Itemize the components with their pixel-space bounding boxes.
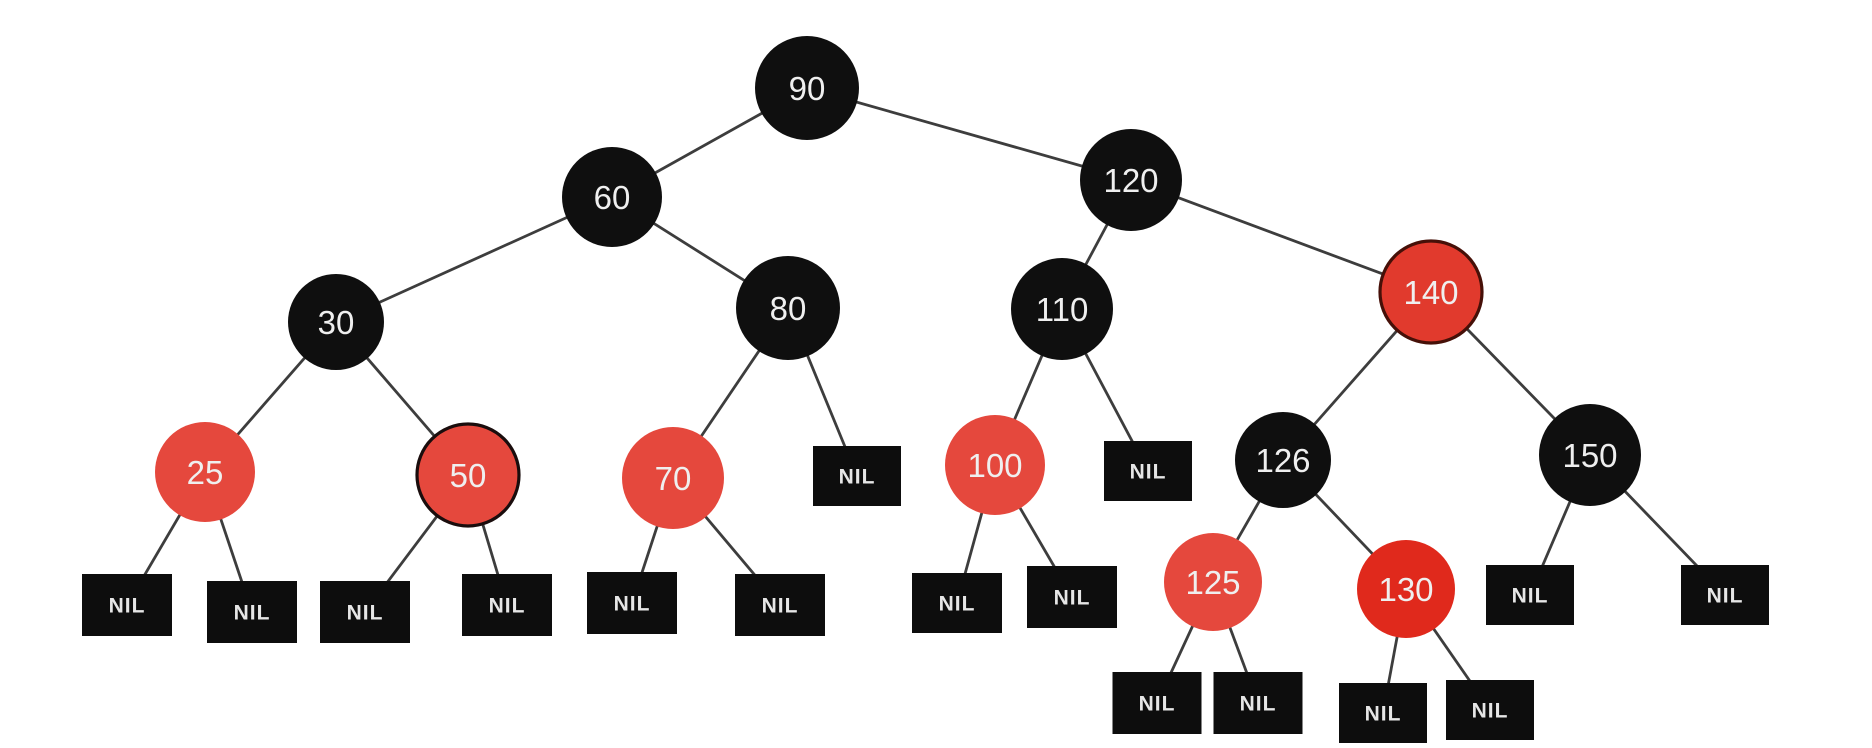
red-node-circle [155, 422, 255, 522]
nil-label: NIL [1707, 585, 1744, 608]
red-node-circle [1164, 533, 1262, 631]
nil-box [587, 572, 677, 634]
node-value-label: 126 [1255, 442, 1310, 479]
nil-label: NIL [1130, 461, 1167, 484]
node-value-label: 120 [1103, 162, 1158, 199]
nil-leaf-6: NIL [735, 574, 825, 636]
tree-node-80: 80 [736, 256, 840, 360]
nil-label: NIL [347, 602, 384, 625]
tree-edge-90-120 [806, 86, 1132, 182]
nil-label: NIL [762, 595, 799, 618]
nil-leaf-13: NIL [1339, 683, 1427, 743]
tree-node-50: 50 [415, 422, 521, 528]
nil-label: NIL [614, 593, 651, 616]
nil-leaf-9: NIL [1027, 566, 1117, 628]
tree-node-126: 126 [1235, 412, 1331, 508]
nil-leaf-10: NIL [1104, 441, 1192, 501]
tree-node-110: 110 [1011, 258, 1113, 360]
nil-box [320, 581, 410, 643]
node-value-label: 150 [1562, 437, 1617, 474]
tree-node-125: 125 [1164, 533, 1262, 631]
nil-leaf-4: NIL [462, 574, 552, 636]
black-node-circle [755, 36, 859, 140]
red-node-circle [1378, 239, 1484, 345]
tree-node-120: 120 [1080, 129, 1182, 231]
nil-leaf-1: NIL [82, 574, 172, 636]
node-value-label: 140 [1403, 274, 1458, 311]
node-value-label: 100 [967, 447, 1022, 484]
nil-label: NIL [109, 595, 146, 618]
red-node-circle [622, 427, 724, 529]
node-value-label: 60 [594, 179, 631, 216]
nil-label: NIL [839, 466, 876, 489]
black-node-circle [288, 274, 384, 370]
tree-node-130: 130 [1357, 540, 1455, 638]
nil-box [1339, 683, 1427, 743]
tree-node-140: 140 [1378, 239, 1484, 345]
red-node-circle [1357, 540, 1455, 638]
black-node-circle [1011, 258, 1113, 360]
nil-box [813, 446, 901, 506]
nil-label: NIL [489, 595, 526, 618]
nil-box [1027, 566, 1117, 628]
nil-leaf-14: NIL [1446, 680, 1534, 740]
nil-box [912, 573, 1002, 633]
node-value-label: 25 [187, 454, 224, 491]
node-value-label: 50 [450, 457, 487, 494]
nil-box [1486, 565, 1574, 625]
nil-box [1104, 441, 1192, 501]
nil-box [1446, 680, 1534, 740]
nil-label: NIL [1054, 587, 1091, 610]
nil-box [207, 581, 297, 643]
tree-node-70: 70 [622, 427, 724, 529]
node-value-label: 125 [1185, 564, 1240, 601]
black-node-circle [736, 256, 840, 360]
tree-node-100: 100 [945, 415, 1045, 515]
nil-label: NIL [234, 602, 271, 625]
tree-node-60: 60 [562, 147, 662, 247]
nil-leaf-15: NIL [1486, 565, 1574, 625]
nil-box [1213, 672, 1303, 734]
node-value-label: 110 [1036, 291, 1089, 328]
nil-leaf-2: NIL [207, 581, 297, 643]
red-node-circle [415, 422, 521, 528]
nil-box [1112, 672, 1202, 734]
node-value-label: 30 [318, 304, 355, 341]
nil-box [82, 574, 172, 636]
nil-leaf-11: NIL [1112, 672, 1202, 734]
nil-leaf-7: NIL [813, 446, 901, 506]
tree-node-30: 30 [288, 274, 384, 370]
nil-leaf-16: NIL [1681, 565, 1769, 625]
nil-leaf-8: NIL [912, 573, 1002, 633]
tree-edge-60-30 [335, 195, 613, 324]
tree-edge-120-140 [1130, 178, 1432, 294]
nil-leaf-5: NIL [587, 572, 677, 634]
node-value-label: 130 [1378, 571, 1433, 608]
nil-label: NIL [1240, 693, 1277, 716]
red-node-circle [945, 415, 1045, 515]
nil-box [735, 574, 825, 636]
nil-box [1681, 565, 1769, 625]
tree-node-90: 90 [755, 36, 859, 140]
nil-leaf-12: NIL [1213, 672, 1303, 734]
nil-box [462, 574, 552, 636]
black-node-circle [1080, 129, 1182, 231]
nil-label: NIL [1365, 703, 1402, 726]
black-node-circle [1235, 412, 1331, 508]
tree-node-25: 25 [155, 422, 255, 522]
nil-leaf-3: NIL [320, 581, 410, 643]
black-node-circle [1539, 404, 1641, 506]
node-value-label: 90 [789, 70, 826, 107]
nil-label: NIL [1472, 700, 1509, 723]
nil-label: NIL [1139, 693, 1176, 716]
nil-label: NIL [939, 593, 976, 616]
node-value-label: 80 [770, 290, 807, 327]
nil-label: NIL [1512, 585, 1549, 608]
node-value-label: 70 [655, 460, 692, 497]
black-node-circle [562, 147, 662, 247]
tree-node-150: 150 [1539, 404, 1641, 506]
